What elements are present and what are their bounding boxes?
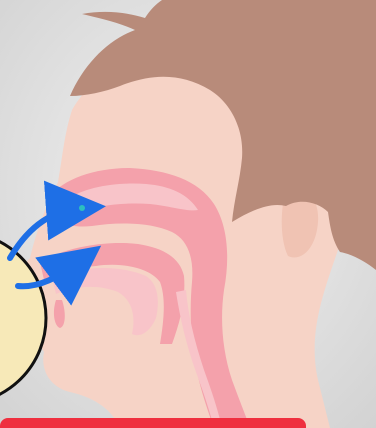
airflow-arrow-tip [79,205,85,211]
caption-banner [0,418,306,428]
